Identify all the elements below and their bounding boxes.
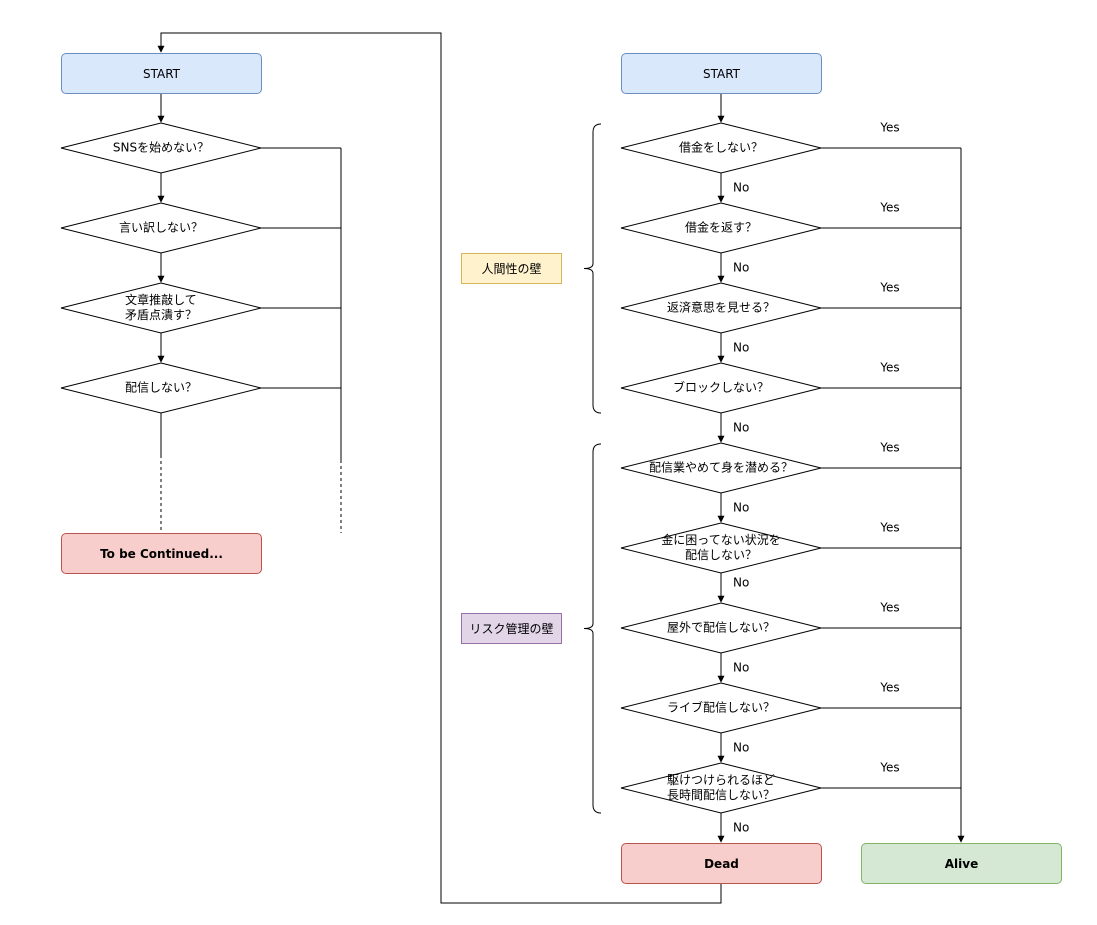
no-label-9: No [733,821,749,835]
no-label-7: No [733,661,749,675]
left-decision-1-shape [60,122,262,174]
left-decision-1-label: SNSを始めない？ [113,141,209,155]
left-decision-2-label: 言い訳しない？ [119,220,203,235]
left-decision-4-label: 配信しない？ [125,381,197,395]
no-label-6: No [733,576,749,590]
right-decision-7[interactable]: 屋外で配信しない？ [620,602,822,654]
left-decision-2[interactable]: 言い訳しない？ [60,202,262,254]
right-decision-2[interactable]: 借金を返す？ [620,202,822,254]
right-decision-9[interactable]: 駆けつけられるほど長時間配信しない？ [620,762,822,814]
yes-label-9: Yes [879,761,899,775]
left-decision-4-shape [60,362,262,414]
no-label-1: No [733,181,749,195]
no-label-2: No [733,261,749,275]
right-decision-4[interactable]: ブロックしない？ [620,362,822,414]
right-decision-8[interactable]: ライブ配信しない？ [620,682,822,734]
right-decision-7-label: 屋外で配信しない？ [667,621,775,635]
right-decision-6-shape [620,522,822,574]
left-end-node[interactable]: To be Continued... [61,533,262,574]
yes-label-7: Yes [879,601,899,615]
left-start-node[interactable]: START [61,53,262,94]
left-decision-3-label: 文章推敲して矛盾点潰す？ [125,292,197,322]
left-decision-3-shape [60,282,262,334]
right-decision-1[interactable]: 借金をしない？ [620,122,822,174]
no-label-4: No [733,421,749,435]
yes-label-2: Yes [879,201,899,215]
right-decision-9-shape [620,762,822,814]
right-decision-2-label: 借金を返す？ [685,220,757,235]
right-decision-8-shape [620,682,822,734]
right-decision-6[interactable]: 金に困ってない状況を配信しない？ [620,522,822,574]
yes-label-3: Yes [879,281,899,295]
right-decision-5-shape [620,442,822,494]
right-decision-6-label: 金に困ってない状況を配信しない？ [661,532,780,562]
right-decision-3[interactable]: 返済意思を見せる？ [620,282,822,334]
dead-loop-arrow [157,32,722,904]
yes-label-8: Yes [879,681,899,695]
no-label-5: No [733,501,749,515]
dead-node[interactable]: Dead [621,843,822,884]
right-decision-4-shape [620,362,822,414]
yes-label-5: Yes [879,441,899,455]
risk-wall-label[interactable]: リスク管理の壁 [461,613,562,644]
yes-label-4: Yes [879,361,899,375]
right-decision-4-label: ブロックしない？ [673,380,769,395]
right-decision-1-shape [620,122,822,174]
right-decision-7-shape [620,602,822,654]
left-decision-1[interactable]: SNSを始めない？ [60,122,262,174]
no-label-8: No [733,741,749,755]
yes-label-6: Yes [879,521,899,535]
humanity-wall-label[interactable]: 人間性の壁 [461,253,562,284]
right-decision-3-label: 返済意思を見せる？ [667,300,775,315]
risk-wall-brace [583,443,602,814]
left-decision-3[interactable]: 文章推敲して矛盾点潰す？ [60,282,262,334]
humanity-wall-brace [583,123,602,414]
right-decision-9-label: 駆けつけられるほど長時間配信しない？ [667,773,775,802]
right-decision-1-label: 借金をしない？ [679,140,763,155]
right-decision-2-shape [620,202,822,254]
right-decision-3-shape [620,282,822,334]
right-decision-8-label: ライブ配信しない？ [667,700,775,715]
right-decision-5[interactable]: 配信業やめて身を潜める？ [620,442,822,494]
right-start-node[interactable]: START [621,53,822,94]
yes-label-1: Yes [879,121,899,135]
alive-node[interactable]: Alive [861,843,1062,884]
right-decision-5-label: 配信業やめて身を潜める？ [649,460,793,475]
no-label-3: No [733,341,749,355]
left-decision-4[interactable]: 配信しない？ [60,362,262,414]
left-decision-2-shape [60,202,262,254]
